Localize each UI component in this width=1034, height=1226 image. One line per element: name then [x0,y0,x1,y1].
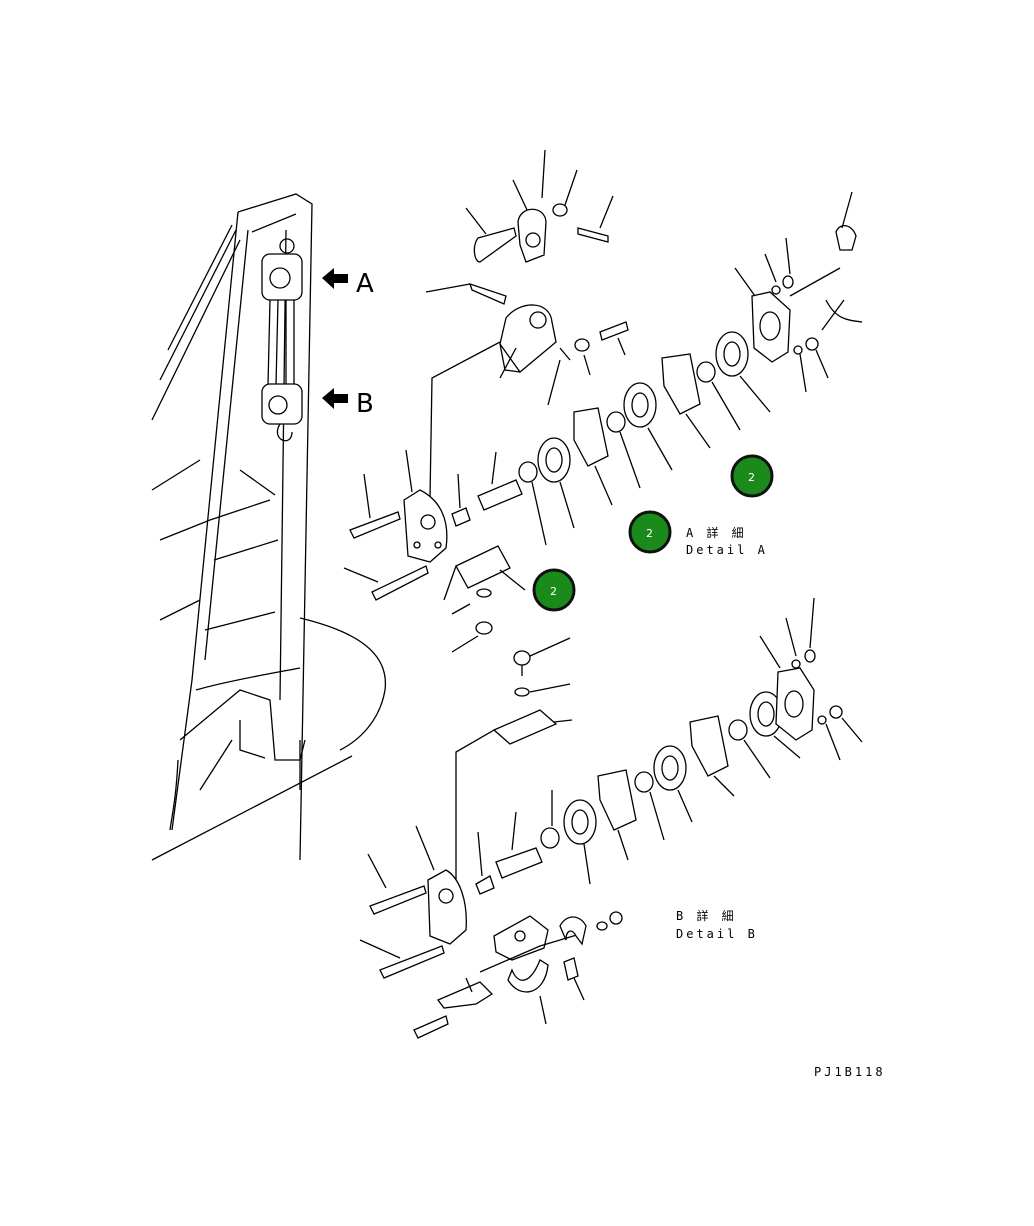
detail-a-exploded [343,149,863,653]
badge-label: 2 [550,585,557,598]
callout-a-arrow: A [322,268,374,299]
badge-label: 2 [646,527,653,540]
callout-a-label: A [356,269,374,299]
callout-b-label: B [356,389,374,419]
detail-a-title-jp: A 詳 細 [686,525,747,540]
reference-badge-middle[interactable]: 2 [628,510,672,554]
detail-b-exploded [359,597,863,1039]
detail-a-title-en: Detail A [686,543,768,557]
reference-badge-lower-left[interactable]: 2 [532,568,576,612]
badge-label: 2 [748,471,755,484]
detail-b-title-en: Detail B [676,927,758,941]
detail-b-title-jp: B 詳 細 [676,908,737,923]
reference-badge-upper-right[interactable]: 2 [730,454,774,498]
drawing-code: PJ1B118 [814,1065,886,1079]
callout-b-arrow: B [322,388,374,419]
boom-assembly [151,193,386,861]
